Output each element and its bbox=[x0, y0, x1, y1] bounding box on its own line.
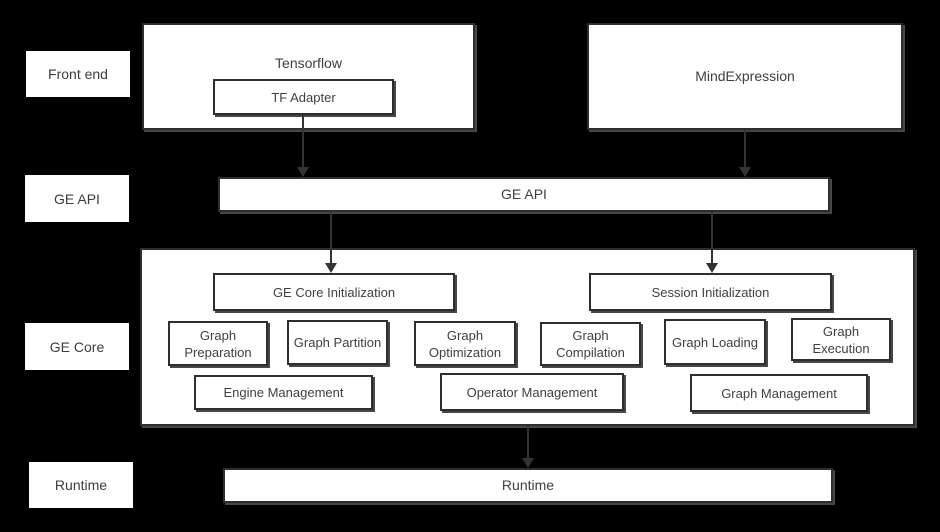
runtime-bar: Runtime bbox=[223, 468, 833, 503]
graph-optimization-box: Graph Optimization bbox=[414, 321, 516, 366]
ge-core-initialization-box: GE Core Initialization bbox=[213, 273, 455, 311]
mindexpression-box: MindExpression bbox=[587, 23, 903, 130]
row-label-runtime: Runtime bbox=[29, 462, 133, 508]
row-label-ge-api: GE API bbox=[25, 175, 129, 222]
arrow-tf-adapter-to-ge-api bbox=[297, 115, 309, 177]
ge-core-container: GE Core Initialization Session Initializ… bbox=[140, 248, 915, 426]
graph-preparation-box: Graph Preparation bbox=[168, 321, 268, 366]
tf-adapter-box: TF Adapter bbox=[213, 79, 394, 115]
tensorflow-box: Tensorflow TF Adapter bbox=[142, 23, 475, 130]
graph-compilation-box: Graph Compilation bbox=[540, 322, 641, 366]
graph-management-box: Graph Management bbox=[690, 374, 868, 412]
row-label-ge-core: GE Core bbox=[25, 323, 129, 370]
graph-partition-box: Graph Partition bbox=[287, 320, 388, 365]
ge-api-bar: GE API bbox=[218, 177, 830, 212]
graph-loading-box: Graph Loading bbox=[664, 319, 766, 365]
tensorflow-label: Tensorflow bbox=[275, 55, 342, 71]
engine-management-box: Engine Management bbox=[194, 375, 373, 410]
row-label-front-end: Front end bbox=[26, 51, 130, 97]
session-initialization-box: Session Initialization bbox=[589, 273, 832, 311]
arrow-ge-api-to-ge-core-initialization bbox=[325, 212, 337, 273]
arrow-mindexpression-to-ge-api bbox=[739, 130, 751, 177]
graph-execution-box: Graph Execution bbox=[791, 318, 891, 361]
operator-management-box: Operator Management bbox=[440, 373, 624, 411]
arrow-ge-core-to-runtime bbox=[522, 426, 534, 468]
arrow-ge-api-to-session-initialization bbox=[706, 212, 718, 273]
